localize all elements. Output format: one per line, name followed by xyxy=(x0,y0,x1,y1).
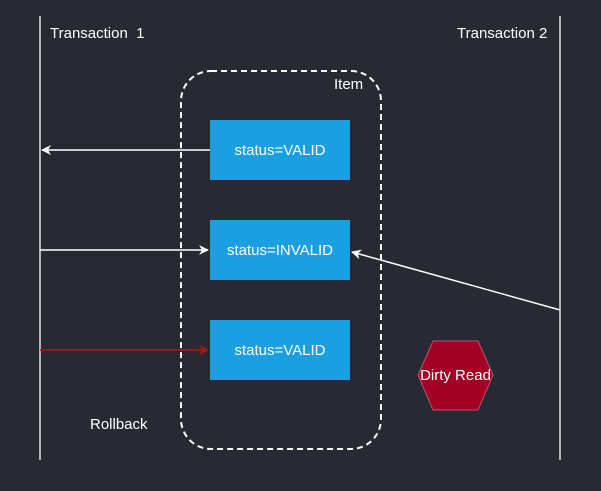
transaction-2-label: Transaction 2 xyxy=(457,25,548,42)
state-box-valid-initial: status=VALID xyxy=(210,120,350,180)
item-group-label: Item xyxy=(334,76,364,93)
transaction-1-label: Transaction 1 xyxy=(50,25,145,42)
state-box-valid-rolled-back: status=VALID xyxy=(210,320,350,380)
dirty-read-arrow xyxy=(351,249,561,311)
item-group-border xyxy=(180,70,382,450)
dirty-read-hexagon xyxy=(417,340,494,411)
rollback-label: Rollback xyxy=(90,416,148,433)
dirty-read-label: Dirty Read xyxy=(420,367,491,384)
state-box-invalid: status=INVALID xyxy=(210,220,350,280)
